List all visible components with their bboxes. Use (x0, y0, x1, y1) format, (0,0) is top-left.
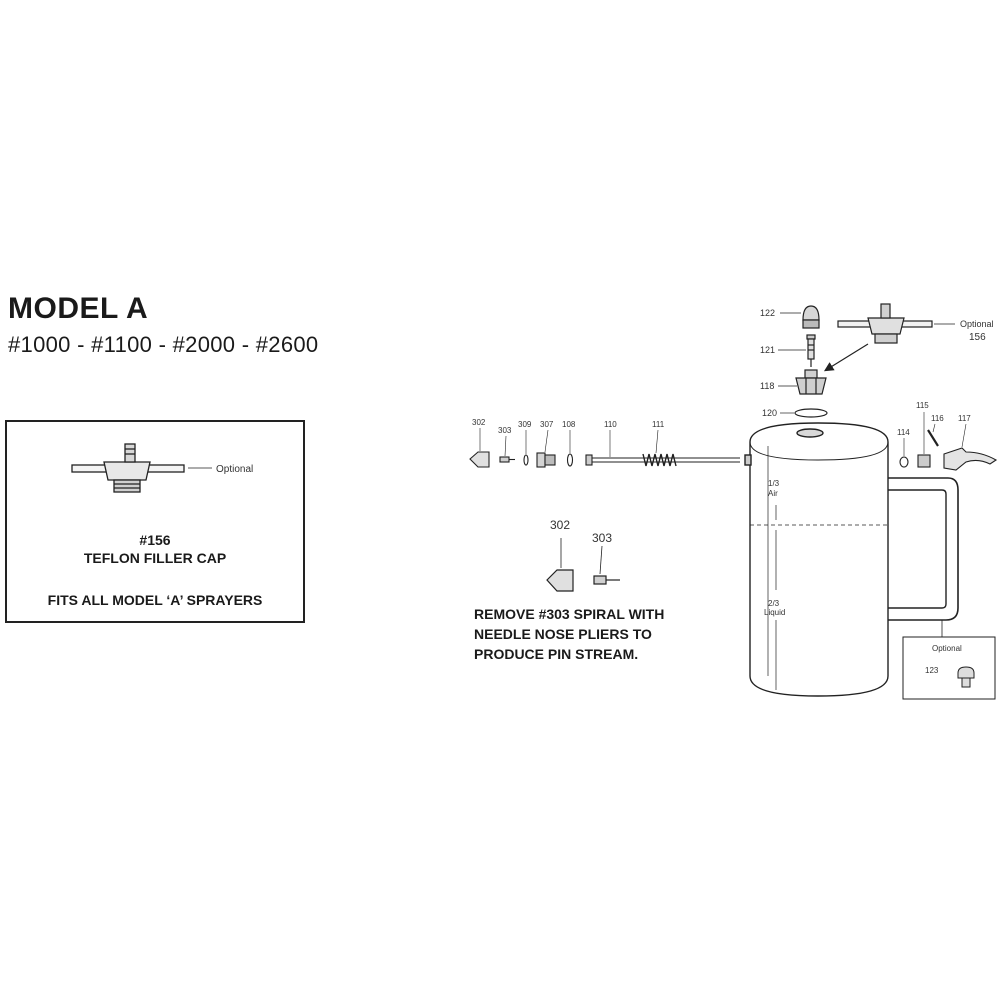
part-114-oring (899, 456, 909, 468)
label-121: 121 (760, 345, 775, 355)
liquid-fraction: 2/3 (768, 599, 780, 608)
label-302-top: 302 (472, 418, 486, 427)
filler-cap-optional-label: Optional (216, 464, 253, 475)
label-117: 117 (958, 414, 971, 423)
optional-156-label: Optional (960, 319, 994, 329)
part-302-nozzle (469, 451, 490, 468)
instruction-line-2: NEEDLE NOSE PLIERS TO (474, 626, 652, 642)
label-120: 120 (762, 408, 777, 418)
label-110: 110 (604, 420, 617, 429)
part-120-gasket (794, 408, 828, 418)
instruction-line-1: REMOVE #303 SPIRAL WITH (474, 606, 665, 622)
air-label: Air (768, 489, 778, 498)
part-303-spiral (499, 456, 515, 463)
label-108: 108 (562, 420, 576, 429)
filler-cap-part-name: TEFLON FILLER CAP (83, 550, 227, 566)
sprayer-tank (744, 422, 959, 697)
part-111-spring (642, 453, 677, 467)
filler-cap-drawing (71, 443, 212, 493)
part-115-valve (917, 454, 931, 468)
detail-302-nozzle (546, 569, 574, 592)
part-108-washer (566, 453, 574, 467)
label-123: 123 (925, 666, 939, 675)
filler-cap-box: #156 TEFLON FILLER CAP FITS ALL MODEL ‘A… (5, 420, 305, 623)
part-156-optional-cap (837, 303, 933, 344)
optional-123-label: Optional (932, 644, 962, 653)
label-307: 307 (540, 420, 554, 429)
model-numbers: #1000 - #1100 - #2000 - #2600 (8, 332, 319, 357)
label-111: 111 (652, 420, 665, 429)
part-309-oring (523, 454, 529, 466)
label-122: 122 (760, 308, 775, 318)
liquid-label: Liquid (764, 608, 785, 617)
detail-label-303: 303 (592, 531, 612, 545)
part-121-valve (806, 334, 816, 367)
nozzle-instruction: REMOVE #303 SPIRAL WITH NEEDLE NOSE PLIE… (474, 604, 734, 664)
part-307-body (536, 452, 556, 468)
part-116-pin (927, 429, 939, 447)
instruction-line-3: PRODUCE PIN STREAM. (474, 646, 639, 662)
optional-123-box (902, 620, 996, 700)
label-115: 115 (916, 401, 929, 410)
label-118: 118 (760, 381, 774, 391)
part-117-trigger (943, 447, 998, 471)
label-303-top: 303 (498, 426, 512, 435)
detail-label-302: 302 (550, 518, 570, 532)
filler-cap-fits-note: FITS ALL MODEL ‘A’ SPRAYERS (47, 592, 263, 608)
model-title: MODEL A (8, 292, 149, 325)
label-114: 114 (897, 428, 910, 437)
part-118-nut (795, 369, 827, 395)
label-156: 156 (969, 332, 986, 343)
label-309: 309 (518, 420, 532, 429)
filler-cap-part-number: #156 (139, 532, 171, 548)
detail-303-spiral (593, 575, 620, 585)
part-122-cap (802, 305, 820, 329)
label-116: 116 (931, 414, 944, 423)
air-fraction: 1/3 (768, 479, 780, 488)
optional-cap-arrow (823, 343, 869, 372)
